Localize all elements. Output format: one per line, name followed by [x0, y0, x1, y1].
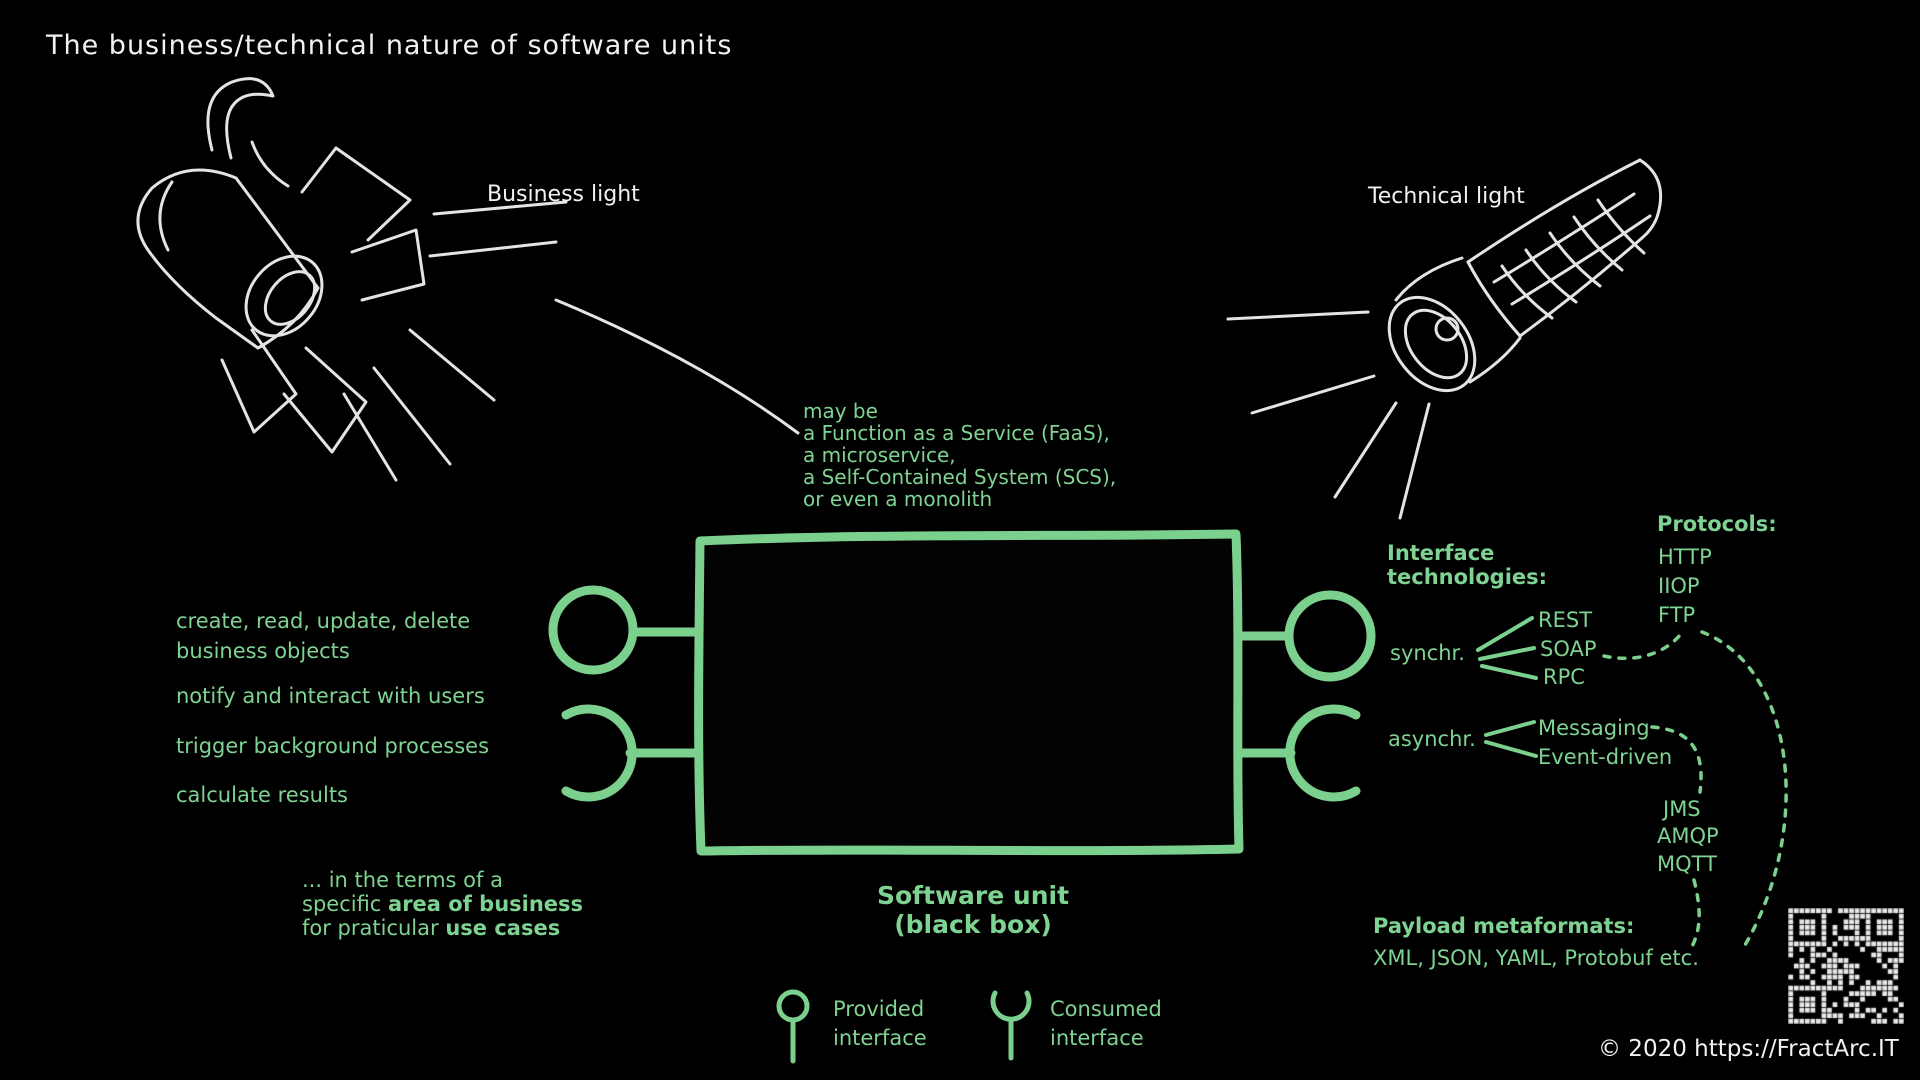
synchr-label: synchr.: [1390, 641, 1465, 665]
legend-provided-label: Provided interface: [833, 997, 927, 1050]
provided-interface-legend-icon: [776, 989, 810, 1064]
protocols-heading: Protocols:: [1657, 512, 1777, 536]
legend-consumed-label: Consumed interface: [1050, 997, 1162, 1050]
asynchr-item-event-driven: Event-driven: [1538, 745, 1673, 769]
software-unit-label: Software unit (black box): [876, 881, 1070, 939]
payload-metaformats-items: XML, JSON, YAML, Protobuf etc.: [1373, 946, 1699, 970]
scope-note-line: specific area of business: [302, 892, 584, 916]
dotted-connector-mqtt-etc: [1687, 878, 1701, 954]
scope-note-line: ... in the terms of a: [302, 868, 503, 892]
provided-interface-symbol-right: [1233, 590, 1376, 682]
synchr-item-rest: REST: [1538, 608, 1593, 632]
protocol-amqp: AMQP: [1657, 824, 1719, 848]
business-light-label: Business light: [487, 182, 640, 207]
protocol-mqtt: MQTT: [1657, 852, 1717, 876]
scope-note: ... in the terms of a specific area of b…: [302, 868, 583, 940]
qr-code: [1788, 908, 1904, 1024]
protocol-iiop: IIOP: [1658, 574, 1700, 598]
flashlight-icon: [1387, 158, 1663, 393]
dotted-connector-ftp-etc: [1700, 630, 1788, 952]
provided-interface-symbol-left: [548, 585, 701, 675]
consumed-interface-symbol-left: [561, 704, 701, 802]
software-unit-box: [694, 529, 1244, 856]
protocol-http: HTTP: [1658, 545, 1712, 569]
synchr-item-rpc: RPC: [1543, 665, 1585, 689]
may-be-line: or even a monolith: [803, 487, 993, 511]
synchr-fan-lines: [1476, 616, 1538, 680]
capability-crud: create, read, update, delete: [176, 609, 471, 633]
capability-calculate: calculate results: [176, 783, 348, 807]
asynchr-item-messaging: Messaging: [1538, 716, 1650, 740]
technical-light-rays: [1226, 310, 1431, 520]
scope-note-line: for praticular use cases: [302, 916, 561, 940]
asynchr-label: asynchr.: [1388, 727, 1476, 751]
protocol-ftp: FTP: [1658, 603, 1696, 627]
protocol-jms: JMS: [1663, 797, 1701, 821]
dotted-connector-messaging-jms: [1650, 725, 1703, 794]
capability-crud-objects: business objects: [176, 639, 350, 663]
capability-notify: notify and interact with users: [176, 684, 485, 708]
payload-metaformats-heading: Payload metaformats:: [1373, 914, 1635, 938]
consumed-interface-legend-icon: [990, 990, 1032, 1061]
spotlight-icon: [136, 77, 426, 454]
capability-trigger: trigger background processes: [176, 734, 490, 758]
synchr-item-soap: SOAP: [1540, 637, 1597, 661]
may-be-note: may be a Function as a Service (FaaS), a…: [803, 400, 1116, 510]
technical-light-label: Technical light: [1368, 184, 1525, 209]
interface-technologies-heading: Interface technologies:: [1387, 541, 1548, 589]
may-be-line: a Self-Contained System (SCS),: [803, 465, 1117, 489]
copyright-notice: © 2020 https://FractArc.IT: [1598, 1036, 1899, 1062]
consumed-interface-symbol-right: [1233, 704, 1361, 802]
page-title: The business/technical nature of softwar…: [46, 30, 733, 61]
may-be-line: may be: [803, 399, 878, 423]
business-light-rays: [342, 200, 800, 482]
may-be-line: a Function as a Service (FaaS),: [803, 421, 1110, 445]
asynchr-fan-lines: [1484, 720, 1538, 758]
dotted-connector-soap-ftp: [1602, 628, 1686, 661]
may-be-line: a microservice,: [803, 443, 956, 467]
